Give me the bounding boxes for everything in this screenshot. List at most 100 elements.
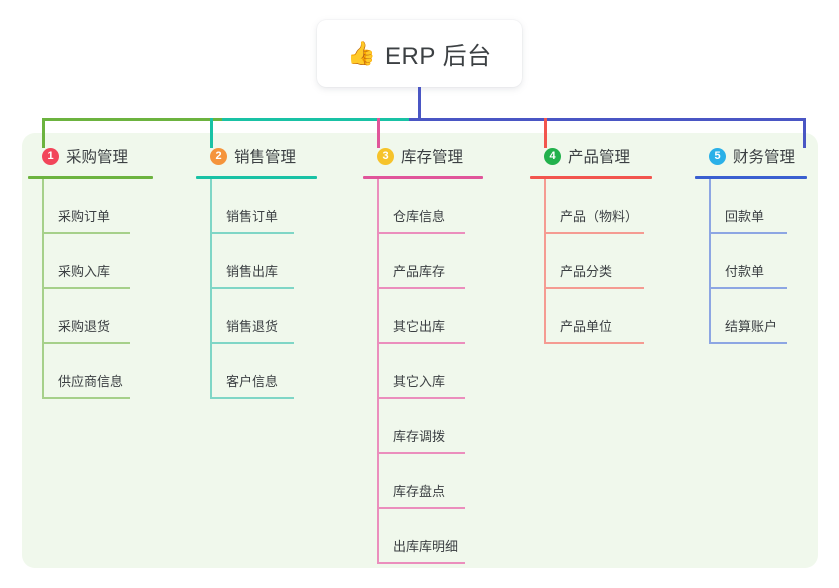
branch-column-3: 3 库存管理仓库信息产品库存其它出库其它入库库存调拨库存盘点出库库明细 [363, 144, 515, 564]
branch-title: 采购管理 [66, 149, 129, 166]
bus-segment-1 [42, 118, 222, 121]
leaf-node-label: 采购入库 [58, 264, 111, 279]
branch-number-badge: 2 [210, 147, 227, 165]
branch-children: 采购订单采购入库采购退货供应商信息 [28, 179, 180, 399]
leaf-node-label: 回款单 [725, 209, 765, 224]
leaf-node-rule [42, 342, 130, 344]
leaf-node-rule [709, 232, 787, 234]
leaf-node[interactable]: 客户信息 [196, 344, 346, 399]
leaf-node[interactable]: 其它出库 [363, 289, 515, 344]
branch-header-rule [196, 176, 317, 179]
leaf-node[interactable]: 其它入库 [363, 344, 515, 399]
leaf-node-rule [210, 342, 294, 344]
branch-title: 产品管理 [568, 149, 631, 166]
leaf-node-label: 销售退货 [226, 319, 279, 334]
branch-column-1: 1 采购管理采购订单采购入库采购退货供应商信息 [28, 144, 180, 399]
branch-header-rule [530, 176, 652, 179]
branch-children: 回款单付款单结算账户 [695, 179, 819, 344]
branch-drop-line-2 [210, 118, 213, 148]
leaf-node-rule [210, 232, 294, 234]
branch-number-badge: 3 [377, 147, 394, 165]
branch-drop-line-1 [42, 118, 45, 148]
branch-title: 财务管理 [733, 149, 796, 166]
branch-column-4: 4 产品管理产品（物料） 产品分类产品单位 [530, 144, 682, 344]
leaf-node[interactable]: 采购订单 [28, 179, 180, 234]
branch-trunk-line [544, 179, 546, 344]
branch-header-4[interactable]: 4 产品管理 [530, 144, 682, 168]
leaf-node[interactable]: 销售退货 [196, 289, 346, 344]
root-stem-line [418, 87, 421, 119]
leaf-node-label: 产品单位 [560, 319, 613, 334]
thumbs-up-icon: 👍 [347, 40, 377, 66]
branch-children: 仓库信息产品库存其它出库其它入库库存调拨库存盘点出库库明细 [363, 179, 515, 564]
branch-header-rule [363, 176, 483, 179]
leaf-node[interactable]: 采购退货 [28, 289, 180, 344]
branches-panel [22, 133, 818, 568]
leaf-node[interactable]: 产品分类 [530, 234, 682, 289]
branch-drop-line-4 [544, 118, 547, 148]
leaf-node[interactable]: 付款单 [695, 234, 819, 289]
leaf-node-label: 结算账户 [725, 319, 778, 334]
leaf-node-rule [544, 342, 644, 344]
branch-header-rule [28, 176, 153, 179]
leaf-node-label: 产品分类 [560, 264, 613, 279]
bus-segment-3 [409, 118, 805, 121]
branch-title: 库存管理 [401, 149, 464, 166]
leaf-node-rule [709, 342, 787, 344]
leaf-node[interactable]: 库存盘点 [363, 454, 515, 509]
branch-trunk-line [709, 179, 711, 344]
leaf-node-rule [377, 507, 465, 509]
branch-number-badge: 1 [42, 147, 59, 165]
branch-drop-line-3 [377, 118, 380, 148]
leaf-node[interactable]: 库存调拨 [363, 399, 515, 454]
leaf-node[interactable]: 回款单 [695, 179, 819, 234]
leaf-node-rule [210, 287, 294, 289]
leaf-node-label: 仓库信息 [393, 209, 446, 224]
leaf-node[interactable]: 供应商信息 [28, 344, 180, 399]
root-node[interactable]: 👍 ERP 后台 [317, 20, 522, 87]
leaf-node-rule [42, 287, 130, 289]
leaf-node-label: 供应商信息 [58, 374, 124, 389]
root-node-label: ERP 后台 [385, 43, 492, 70]
leaf-node[interactable]: 结算账户 [695, 289, 819, 344]
branch-children: 产品（物料） 产品分类产品单位 [530, 179, 682, 344]
branch-header-1[interactable]: 1 采购管理 [28, 144, 180, 168]
leaf-node-label: 销售出库 [226, 264, 279, 279]
leaf-node-rule [709, 287, 787, 289]
branch-trunk-line [377, 179, 379, 564]
leaf-node-rule [544, 232, 644, 234]
leaf-node-rule [377, 287, 465, 289]
leaf-node-rule [377, 452, 465, 454]
branch-trunk-line [210, 179, 212, 399]
leaf-node[interactable]: 出库库明细 [363, 509, 515, 564]
leaf-node-label: 库存调拨 [393, 429, 446, 444]
leaf-node-rule [210, 397, 294, 399]
leaf-node[interactable]: 销售订单 [196, 179, 346, 234]
leaf-node-rule [42, 397, 130, 399]
leaf-node[interactable]: 产品库存 [363, 234, 515, 289]
leaf-node[interactable]: 仓库信息 [363, 179, 515, 234]
leaf-node-label: 出库库明细 [393, 539, 459, 554]
leaf-node-label: 客户信息 [226, 374, 279, 389]
leaf-node-rule [377, 562, 465, 564]
branch-header-rule [695, 176, 807, 179]
leaf-node-rule [377, 342, 465, 344]
leaf-node-rule [377, 232, 465, 234]
leaf-node-rule [544, 287, 644, 289]
leaf-node-label: 产品库存 [393, 264, 446, 279]
leaf-node[interactable]: 产品单位 [530, 289, 682, 344]
leaf-node[interactable]: 采购入库 [28, 234, 180, 289]
branch-header-3[interactable]: 3 库存管理 [363, 144, 515, 168]
leaf-node[interactable]: 销售出库 [196, 234, 346, 289]
leaf-node-rule [42, 232, 130, 234]
leaf-node[interactable]: 产品（物料） [530, 179, 682, 234]
leaf-node-label: 采购退货 [58, 319, 111, 334]
branch-number-badge: 4 [544, 147, 561, 165]
leaf-node-label: 销售订单 [226, 209, 279, 224]
bus-segment-2 [222, 118, 409, 121]
